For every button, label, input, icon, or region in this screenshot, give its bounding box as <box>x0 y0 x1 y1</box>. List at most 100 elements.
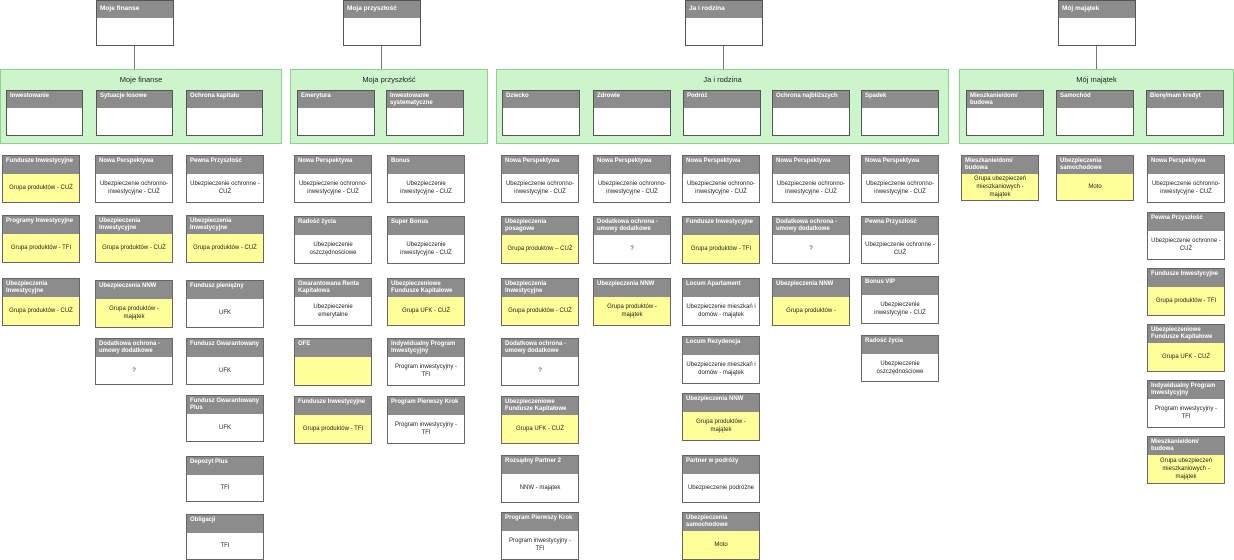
card-title: Bonus VIP <box>862 277 938 295</box>
card-body: Ubezpieczenie mieszkań i domów - majątek <box>686 362 756 376</box>
card-title: Pewna Przyszłość <box>187 156 263 174</box>
card-body: Ubezpieczenie inwestycyjne - CUŻ <box>400 242 452 256</box>
card-body: Ubezpieczenie emerytalne <box>313 304 353 318</box>
card-title: Program Pierwszy Krok <box>388 397 464 415</box>
sub-box-title: Inwestowanie systematyczne <box>387 91 463 108</box>
card-title: Obligacji <box>187 515 263 533</box>
product-card: Dodatkowa ochrona - umowy dodatkowe? <box>772 216 850 264</box>
connector-line <box>381 46 382 69</box>
card-title: Radość życia <box>862 336 938 354</box>
sub-box: Biorę/mam kredyt <box>1146 90 1224 136</box>
card-body: Grupa produktów - TFI <box>683 235 759 263</box>
group-title: Ja i rodzina <box>703 75 742 84</box>
card-title: Nowa Perspektywa <box>594 156 670 174</box>
card-title: Dodatkowa ochrona - umowy dodatkowe <box>594 217 670 235</box>
card-title: Ubezpieczeniowe Fundusze Kapitałowe <box>388 279 464 297</box>
card-body: Grupa produktów - majątek <box>96 299 172 327</box>
card-title: Fundusze Inwestycyjne <box>295 397 371 415</box>
card-title: Ubezpieczenia Inwestycyjne <box>502 279 578 297</box>
card-body: Ubezpieczenie ochronne - CUŻ <box>190 181 260 195</box>
card-body: Program inwestycyjny - TFI <box>394 422 457 436</box>
card-title: Locum Rezydencja <box>683 337 759 355</box>
sub-box: Mieszkanie/dom/ budowa <box>966 90 1044 136</box>
card-title: Nowa Perspektywa <box>1148 156 1224 174</box>
card-title: Ubezpieczenia posagowe <box>502 217 578 235</box>
card-title: Program Pierwszy Krok <box>502 513 578 531</box>
card-title: Fundusze Inwestycyjne <box>683 217 759 235</box>
card-body: Grupa UFK - CUŻ <box>1148 343 1224 371</box>
card-body: Program inwestycyjny - TFI <box>508 538 571 552</box>
card-title: Fundusz Gwarantowany <box>187 339 263 357</box>
card-title: Dodatkowa ochrona - umowy dodatkowe <box>502 339 578 357</box>
card-title: OFE <box>295 339 371 357</box>
card-title: Ubezpieczenia Inwestycyjne <box>187 216 263 234</box>
card-body: Ubezpieczenie ochronno-inwestycyjne - CU… <box>776 181 846 195</box>
card-title: Locum Apartament <box>683 279 759 297</box>
card-body: Program inwestycyjny - TFI <box>1154 406 1217 420</box>
card-body: Ubezpieczenie ochronno-inwestycyjne - CU… <box>865 181 935 195</box>
card-title: Radość życia <box>295 217 371 235</box>
card-title: Dodatkowa ochrona - umowy dodatkowe <box>96 339 172 357</box>
top-box-3: Mój majątek <box>1058 0 1136 46</box>
card-body: Grupa ubezpieczeń mieszkaniowych - mająt… <box>1148 455 1224 483</box>
card-title: Ubezpieczenia Inwestycyjne <box>3 279 79 297</box>
card-body: UFK <box>219 310 231 316</box>
card-body: Grupa produktów - TFI <box>295 415 371 443</box>
card-title: Super Bonus <box>388 217 464 235</box>
card-body: Grupa produktów - TFI <box>3 234 79 262</box>
sub-box-title: Samochód <box>1057 91 1133 108</box>
card-body: Ubezpieczenie mieszkań i domów - majątek <box>686 304 756 318</box>
card-body: TFI <box>220 543 230 549</box>
top-box-title: Mój majątek <box>1059 1 1135 18</box>
card-body: Ubezpieczenie ochronno-inwestycyjne - CU… <box>505 181 575 195</box>
card-title: Mieszkanie/dom/ budowa <box>1148 437 1224 455</box>
connector-line <box>1096 46 1097 69</box>
card-title: Indywidualny Program Inwestycyjny <box>388 339 464 357</box>
card-body: ? <box>630 246 634 252</box>
sub-box: Ochrona najbliższych <box>772 90 850 136</box>
sub-box: Zdrowie <box>593 90 671 136</box>
sub-box: Spadek <box>861 90 939 136</box>
card-body: Grupa UFK - CUŻ <box>388 297 464 325</box>
card-title: Ubezpieczenia NNW <box>96 281 172 299</box>
top-box-1: Moja przyszłość <box>343 0 421 46</box>
card-title: Rozsądny Partner 2 <box>502 456 578 474</box>
card-body: NNW - majątek <box>519 485 561 491</box>
card-title: Dodatkowa ochrona - umowy dodatkowe <box>773 217 849 235</box>
sub-box: Samochód <box>1056 90 1134 136</box>
product-card: Bonus VIP Ubezpieczenie inwestycyjne - CU… <box>861 276 939 324</box>
card-title: Bonus <box>388 156 464 174</box>
card-body: Ubezpieczenie inwestycyjne - CUŻ <box>874 302 926 316</box>
sub-box: Inwestowanie <box>6 90 83 136</box>
card-body: Grupa UFK - CUŻ <box>502 415 578 443</box>
card-body <box>295 357 371 385</box>
